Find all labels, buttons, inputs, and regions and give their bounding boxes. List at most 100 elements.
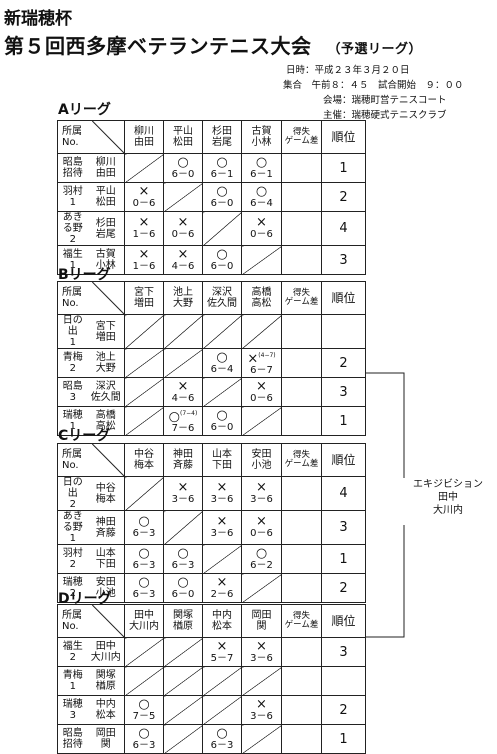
player-name: 山本 [95,548,116,559]
team-names: 安田小池 [87,573,125,603]
team-names: 神田斉藤 [87,510,125,545]
opponent-name: 池上 [173,287,193,298]
result-mark: ○(7−4) [164,408,202,423]
player-name: 高橋 [95,410,116,421]
result-mark: × [164,216,202,229]
team-number: 2 [69,499,76,510]
points-header: 得失ゲーム差 [281,443,322,477]
opponent-name: 小池 [251,460,272,471]
result-cell: ×4－6 [163,245,203,275]
result-mark: × [242,481,281,494]
tiebreak-note: (7−4) [180,409,198,417]
opponent-name: 安田 [251,449,272,460]
no-match-cell [202,314,242,349]
result-symbol: ○ [138,725,150,741]
result-symbol: × [256,378,267,394]
page-title: 第５回西多摩ベテランテニス大会（予選リーグ） [4,30,422,59]
opponent-header: 池上大野 [163,281,203,315]
player-name: 安田 [95,577,116,588]
points-cell [281,695,322,725]
no-match-cell [163,637,203,667]
result-symbol: × [138,215,150,230]
opponent-name: 斉藤 [173,460,193,471]
team-names: 柳川由田 [87,153,125,183]
tiebreak-note: (4−7) [258,351,276,359]
player-name: 岡田 [95,728,116,739]
result-mark: × [125,215,163,230]
player-name: 佐久間 [90,392,121,403]
result-score: 6－4 [250,197,273,209]
player-name: 松田 [95,197,116,208]
result-mark: × [242,378,281,394]
player-name: 小林 [95,260,116,271]
player-name: 楢原 [95,681,116,692]
result-symbol: × [256,215,267,230]
team-number: 1 [69,681,76,692]
result-score: 0－6 [132,197,156,209]
opponent-name: 田中 [134,610,154,621]
result-cell: ×0－6 [124,182,164,212]
result-symbol: ○ [138,514,150,529]
result-symbol: × [138,246,150,262]
opponent-name: 大川内 [129,621,159,632]
player-name: 深沢 [95,381,116,392]
team-number: 1 [69,421,76,432]
rank-header: 順位 [321,281,366,315]
result-score: 7－5 [132,710,156,722]
result-symbol: × [138,183,150,199]
affiliation-label: 所属 [62,126,82,137]
team-names: 杉田岩尾 [87,211,125,246]
self-match-cell [241,245,282,275]
result-cell: ×0－6 [163,211,203,246]
no-match-cell [241,314,282,349]
number-label: No. [62,298,79,309]
team-names: 深沢佐久間 [87,377,125,407]
result-score: 6－0 [210,260,234,272]
result-score: 6－0 [210,421,234,433]
points-label: ゲーム差 [284,136,319,146]
result-symbol: ○ [177,545,189,561]
team-number: 1 [69,197,76,208]
result-score: 3－6 [171,494,195,505]
result-mark: × [203,576,241,589]
result-mark: ○ [242,154,281,170]
points-cell [281,666,322,696]
opponent-name: 松本 [212,621,232,632]
opponent-header: 中谷梅本 [124,443,164,477]
player-name: 増田 [95,331,116,343]
team-number: 招待 [62,739,83,750]
affiliation-text: あきる野 [62,511,83,533]
result-cell: ×3－6 [241,695,282,725]
result-symbol: ○ [255,154,268,170]
result-cell: ○6－2 [241,544,282,574]
player-name: 杉田 [95,217,116,229]
player-name: 大野 [95,363,116,374]
self-match-cell [163,666,203,696]
title-text: 第５回西多摩ベテランテニス大会 [4,34,312,58]
opponent-name: 神田 [173,449,193,460]
team-number: 1 [69,337,76,348]
result-score: 5－7 [210,652,234,664]
exhibition-name-1: 田中 [438,492,458,503]
result-score: 6－3 [132,528,156,539]
result-score: 6－7 [250,365,273,377]
result-symbol: ○ [216,407,228,423]
affiliation-label: 所属 [62,449,82,460]
result-score: 0－6 [250,528,273,539]
player-name: 中内 [95,699,116,710]
result-cell: ×1－6 [124,245,164,275]
opponent-header: 柳川由田 [124,120,164,154]
affiliation-text: 瑞穂 [62,699,83,710]
result-mark: ×(4−7) [242,350,281,365]
result-symbol: ○ [177,574,189,590]
